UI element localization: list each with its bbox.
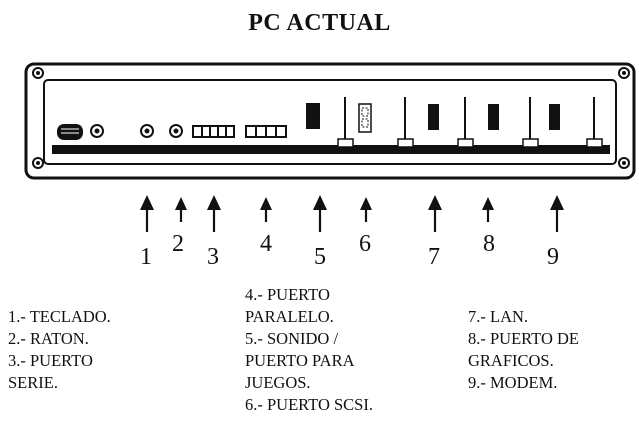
callout-number: 3 [207, 244, 219, 270]
legend-line: 4.- PUERTO [245, 285, 330, 304]
legend-line: 2.- RATON. [8, 329, 89, 348]
callout-number: 4 [260, 231, 272, 257]
mouse-port-icon [169, 124, 183, 138]
callout-number: 8 [483, 231, 495, 257]
graphics-card-slot-icon [457, 97, 499, 148]
keyboard-port-icon [140, 124, 154, 138]
legend-column-1: 1.- TECLADO. 2.- RATON. 3.- PUERTO SERIE… [8, 306, 111, 394]
callout-number: 5 [314, 244, 326, 270]
power-connector-icon [57, 124, 104, 140]
lan-card-slot-icon [397, 97, 439, 148]
legend-line: SERIE. [8, 373, 58, 392]
serial-port-icon [192, 125, 235, 138]
callout-number: 2 [172, 231, 184, 257]
arrow-up-icon [428, 195, 442, 232]
legend-line: PARALELO. [245, 307, 334, 326]
sound-card-slot-icon [306, 103, 320, 129]
empty-slot-icon [586, 97, 603, 148]
arrow-up-icon [207, 195, 221, 232]
arrow-up-icon [313, 195, 327, 232]
legend-line: PUERTO PARA [245, 351, 355, 370]
arrow-up-icon [260, 197, 272, 222]
motherboard-base-bar [52, 145, 610, 154]
callout-number: 7 [428, 244, 440, 270]
chassis-plate [24, 62, 636, 180]
arrow-up-icon [175, 197, 187, 222]
legend-line: 3.- PUERTO [8, 351, 93, 370]
legend-line: 7.- LAN. [468, 307, 529, 326]
modem-card-slot-icon [522, 97, 560, 148]
legend-column-2: 4.- PUERTO PARALELO. 5.- SONIDO / PUERTO… [245, 284, 373, 416]
arrow-up-icon [140, 195, 154, 232]
callout-number: 9 [547, 244, 559, 270]
scsi-card-slot-icon [337, 97, 372, 148]
legend-line: 5.- SONIDO / [245, 329, 339, 348]
legend-line: JUEGOS. [245, 373, 311, 392]
arrow-up-icon [360, 197, 372, 222]
arrow-up-icon [482, 197, 494, 222]
legend-column-3: 7.- LAN. 8.- PUERTO DE GRAFICOS. 9.- MOD… [468, 306, 579, 394]
diagram-title: PC ACTUAL [248, 10, 391, 36]
legend-line: 9.- MODEM. [468, 373, 558, 392]
arrow-up-icon [550, 195, 564, 232]
legend-line: GRAFICOS. [468, 351, 554, 370]
callout-number: 6 [359, 231, 371, 257]
legend-line: 8.- PUERTO DE [468, 329, 579, 348]
legend-line: 1.- TECLADO. [8, 307, 111, 326]
parallel-port-icon [245, 125, 287, 138]
callout-number: 1 [140, 244, 152, 270]
legend-line: 6.- PUERTO SCSI. [245, 395, 373, 414]
